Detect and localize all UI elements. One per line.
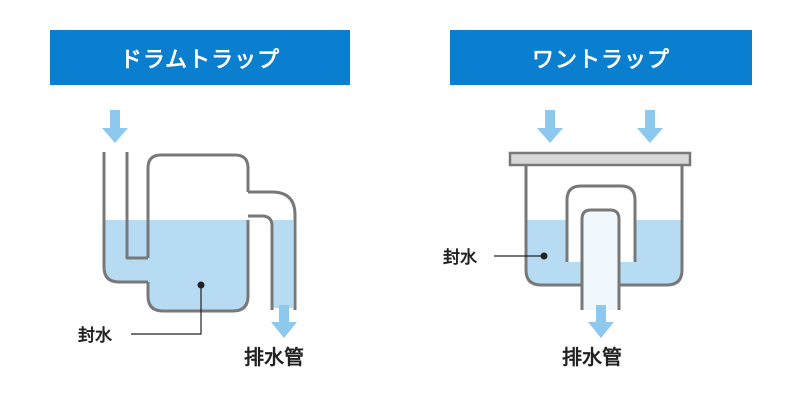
drum-trap-outflow-arrow <box>271 305 297 338</box>
bowl-trap-lid <box>508 151 692 167</box>
bowl-trap-inflow-arrow-left <box>537 110 563 143</box>
drum-trap-water <box>104 220 248 311</box>
bowl-trap-water-label: 封水 <box>443 247 478 268</box>
drum-trap-chamber <box>146 153 250 313</box>
drum-trap-diagram <box>102 110 297 338</box>
drum-trap-drain-label: 排水管 <box>244 345 304 369</box>
drum-trap-water-label: 封水 <box>78 325 113 346</box>
bowl-trap-outflow-arrow <box>588 305 614 338</box>
drum-trap-inlet-inner-wall <box>125 152 148 260</box>
bowl-trap-water <box>526 220 682 285</box>
bowl-trap-inflow-arrow-right <box>637 110 663 143</box>
bowl-trap-pipe-water <box>582 212 619 310</box>
bowl-trap-diagram <box>494 110 692 338</box>
bowl-trap-bowl <box>524 165 684 287</box>
drum-trap-inlet-pipe <box>102 152 148 284</box>
drum-trap-water-leader <box>131 285 202 335</box>
bowl-trap-drain-label: 排水管 <box>562 345 622 369</box>
bowl-trap-title: ワントラップ <box>450 30 752 85</box>
drum-trap-outlet-pipe <box>248 190 297 310</box>
drum-trap-title: ドラムトラップ <box>50 30 350 85</box>
drum-trap-outlet-water <box>272 220 293 308</box>
drum-trap-inflow-arrow <box>102 110 128 143</box>
bowl-trap-drain-pipe <box>580 208 621 310</box>
bowl-trap-cup <box>565 184 637 262</box>
